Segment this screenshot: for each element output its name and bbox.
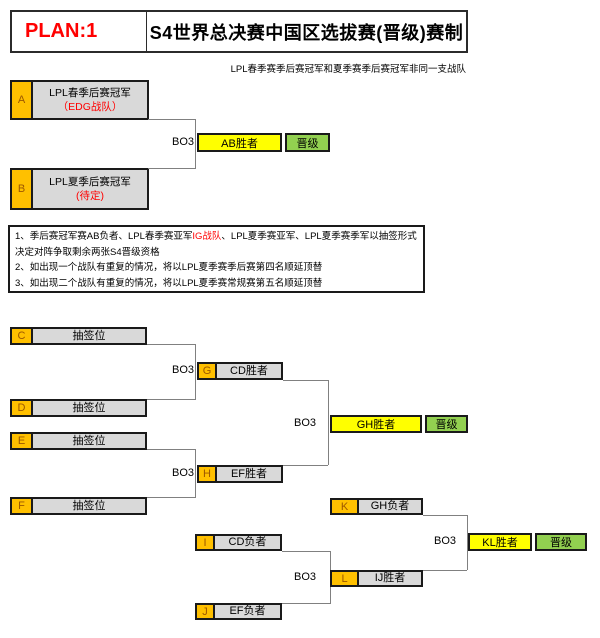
result-kl-winner: KL胜者 xyxy=(468,533,532,551)
slot-h-label: EF胜者 xyxy=(230,467,268,480)
slot-j-letter: J xyxy=(197,605,215,618)
slot-a-line1: LPL春季后赛冠军 xyxy=(49,87,131,99)
slot-a: A LPL春季后赛冠军 （EDG战队） xyxy=(10,80,149,120)
slot-g: G CD胜者 xyxy=(197,362,283,380)
slot-j-label: EF负者 xyxy=(229,605,266,617)
advance-badge-ab: 晋级 xyxy=(285,133,330,152)
connector-cd-top xyxy=(147,344,195,345)
slot-l-letter: L xyxy=(332,572,359,585)
bo3-label-ij: BO3 xyxy=(293,571,316,583)
slot-c: C 抽签位 xyxy=(10,327,147,345)
bracket-subtitle: LPL春季赛季后赛冠军和夏季赛季后赛冠军非同一支战队 xyxy=(230,64,466,75)
connector-ef-top xyxy=(147,449,195,450)
connector-ef-vertical xyxy=(195,449,196,498)
bo3-label-ef: BO3 xyxy=(171,467,194,479)
slot-d-letter: D xyxy=(12,401,33,415)
slot-k-label: GH负者 xyxy=(370,500,410,512)
rules-box: 1、季后赛冠军赛AB负者、LPL春季赛亚军IG战队、LPL夏季赛亚军、LPL夏季… xyxy=(8,225,425,293)
connector-kl-bottom xyxy=(423,570,467,571)
result-ab-winner: AB胜者 xyxy=(197,133,282,152)
header-box: PLAN:1 S4世界总决赛中国区选拔赛(晋级)赛制 xyxy=(10,10,468,53)
slot-e-letter: E xyxy=(12,434,33,448)
connector-gh-top xyxy=(283,380,328,381)
slot-c-label: 抽签位 xyxy=(72,329,106,342)
slot-j: J EF负者 xyxy=(195,603,282,620)
connector-kl-vertical xyxy=(467,515,468,570)
bo3-label-ab: BO3 xyxy=(171,136,194,148)
bo3-label-cd: BO3 xyxy=(171,364,194,376)
page-title: S4世界总决赛中国区选拔赛(晋级)赛制 xyxy=(149,22,464,43)
slot-h: H EF胜者 xyxy=(197,465,283,483)
slot-a-letter: A xyxy=(12,82,33,118)
slot-b-line1: LPL夏季后赛冠军 xyxy=(49,176,131,188)
connector-cd-vertical xyxy=(195,344,196,400)
connector-ef-bottom xyxy=(147,497,195,498)
slot-k: K GH负者 xyxy=(330,498,423,515)
slot-i-label: CD负者 xyxy=(228,536,267,548)
slot-f-label: 抽签位 xyxy=(72,499,106,512)
result-gh-winner: GH胜者 xyxy=(330,415,422,433)
connector-ab-bottom xyxy=(148,168,195,169)
rules-line1-highlight: IG战队 xyxy=(192,231,222,242)
connector-ij-top xyxy=(282,551,330,552)
slot-f: F 抽签位 xyxy=(10,497,147,515)
slot-g-label: CD胜者 xyxy=(230,364,268,377)
slot-k-letter: K xyxy=(332,500,359,513)
bo3-label-kl: BO3 xyxy=(433,535,456,547)
connector-gh-vertical xyxy=(328,380,329,465)
connector-kl-top xyxy=(423,515,467,516)
slot-l-label: IJ胜者 xyxy=(374,572,406,584)
slot-c-letter: C xyxy=(12,329,33,343)
slot-i-letter: I xyxy=(197,536,215,549)
connector-cd-bottom xyxy=(147,399,195,400)
slot-i: I CD负者 xyxy=(195,534,282,551)
slot-b: B LPL夏季后赛冠军 (待定) xyxy=(10,168,149,210)
advance-badge-gh: 晋级 xyxy=(425,415,468,433)
connector-gh-bottom xyxy=(283,465,328,466)
slot-b-letter: B xyxy=(12,170,33,208)
slot-a-label: LPL春季后赛冠军 （EDG战队） xyxy=(33,82,147,118)
slot-l: L IJ胜者 xyxy=(330,570,423,587)
connector-ab-top xyxy=(148,119,195,120)
slot-e: E 抽签位 xyxy=(10,432,147,450)
rules-line1-suffix: 、LPL夏季赛亚军、LPL夏季赛季军以抽签形式决定对阵争取剩余两张S4晋级资格 xyxy=(15,231,417,258)
connector-ij-bottom xyxy=(282,603,330,604)
slot-d-label: 抽签位 xyxy=(72,401,106,414)
slot-g-letter: G xyxy=(199,364,217,378)
slot-e-label: 抽签位 xyxy=(72,434,106,447)
connector-ab-vertical xyxy=(195,119,196,169)
slot-b-line2: (待定) xyxy=(76,190,104,202)
bo3-label-gh: BO3 xyxy=(293,417,316,429)
slot-h-letter: H xyxy=(199,467,217,481)
slot-a-line2: （EDG战队） xyxy=(57,101,123,113)
slot-f-letter: F xyxy=(12,499,33,513)
rules-line2: 2、如出现一个战队有重复的情况，将以LPL夏季赛季后赛第四名顺延顶替 xyxy=(15,262,323,273)
slot-d: D 抽签位 xyxy=(10,399,147,417)
rules-line1-prefix: 1、季后赛冠军赛AB负者、LPL春季赛亚军 xyxy=(15,231,193,242)
rules-line3: 3、如出现二个战队有重复的情况，将以LPL夏季赛常规赛第五名顺延顶替 xyxy=(15,277,323,289)
plan-label: PLAN:1 xyxy=(12,12,147,51)
advance-badge-kl: 晋级 xyxy=(535,533,587,551)
slot-b-label: LPL夏季后赛冠军 (待定) xyxy=(33,170,147,208)
